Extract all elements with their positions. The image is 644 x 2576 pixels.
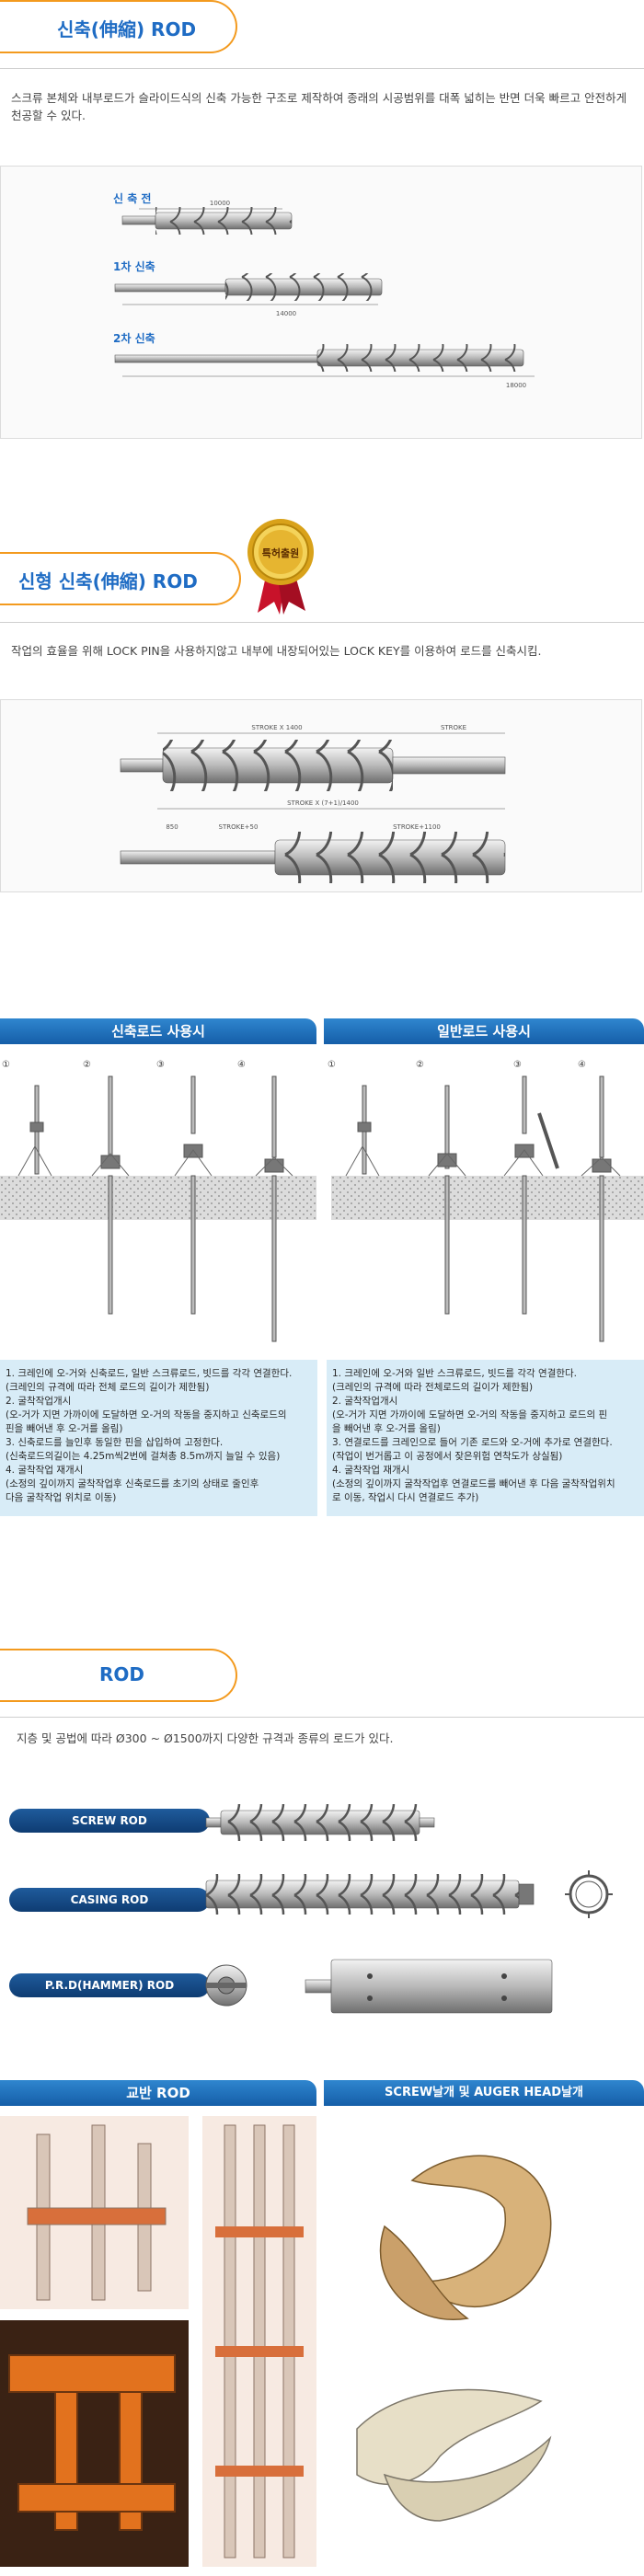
stage-label: 1차 신축 [113,260,155,273]
instruction-line: (오-거가 지면 가까이에 도달하면 오-거의 작동을 중지하고 로드의 핀 [332,1409,608,1420]
header-mixing-rod: 교반 ROD [0,2080,316,2106]
telescopic-rod-drawing: 10000 14000 18000 [114,200,535,389]
stage-label: 2차 신축 [113,332,155,345]
instruction-line: 2. 굴착작업개시 [332,1396,398,1407]
instruction-line: 4. 굴착작업 재개시 [6,1465,84,1476]
section-description: 지층 및 공법에 따라 Ø300 ~ Ø1500까지 다양한 규격과 종류의 로… [17,1731,394,1745]
rod-type-casing: CASING ROD [9,1888,210,1912]
section-description: 작업의 효율을 위해 LOCK PIN을 사용하지않고 내부에 내장되어있는 L… [11,644,542,658]
normal-rod-instructions: 1. 크레인에 오-거와 일반 스크류로드, 빗드를 각각 연결한다. (크레인… [327,1360,644,1516]
rod-type-prd-hammer: P.R.D(HAMMER) ROD [9,1973,210,1997]
instruction-line: 핀을 빼어낸 후 오-거를 올림) [6,1423,123,1434]
header-normal-rod-usage: 일반로드 사용시 [324,1018,644,1044]
rod-type-screw: SCREW ROD [9,1809,210,1833]
new-telescopic-rod-drawing: STROKE X 1400 STROKE STROKE X (7+1)/1400… [120,724,506,883]
section-description: 스크류 본체와 내부로드가 슬라이드식의 신축 가능한 구조로 제작하여 종래의… [11,91,627,122]
instruction-line: (오-거가 지면 가까이에 도달하면 오-거의 작동을 중지하고 신축로드의 [6,1409,287,1420]
divider [0,68,644,69]
new-telescopic-rod-diagram-panel: STROKE X 1400 STROKE STROKE X (7+1)/1400… [0,699,642,892]
stage-label: 신 축 전 [113,192,152,205]
usage-step-illustrations [0,1075,644,1342]
instruction-line: (작업이 번거롭고 이 공정에서 잦은위험 연착도가 상실됨) [332,1451,563,1462]
badge-label: 특허출원 [262,546,299,559]
section-tab-new-telescopic-rod: 신형 신축(伸縮) ROD [0,552,241,605]
step-number: ③ [513,1060,522,1070]
step-number: ② [83,1060,91,1070]
instruction-line: 2. 굴착작업개시 [6,1396,72,1407]
step-number: ① [328,1060,336,1070]
instruction-line: 4. 굴착작업 재개시 [332,1465,410,1476]
dimension-label: STROKE+1100 [393,823,441,831]
header-telescopic-rod-usage: 신축로드 사용시 [0,1018,316,1044]
mixing-rod-illustration [0,2116,316,2567]
dimension-label: STROKE X (7+1)/1400 [287,799,359,807]
section-tab-rod: ROD [0,1649,237,1702]
section-title: 신축(伸縮) ROD [57,18,197,40]
instruction-line: (크레인의 규격에 따라 전체 로드의 길이가 제한됨) [6,1382,210,1393]
dimension-label: 850 [166,823,178,831]
section-tab-telescopic-rod: 신축(伸縮) ROD [0,0,237,53]
rod-types-drawing [205,1804,613,2014]
dimension-label: 18000 [506,382,526,389]
telescopic-rod-instructions: 1. 크레인에 오-거와 신축로드, 일반 스크류로드, 빗드를 각각 연결한다… [0,1360,317,1516]
step-number: ④ [578,1060,586,1070]
divider [0,622,644,623]
dimension-label: 14000 [276,310,296,317]
instruction-line: 3. 신축로드를 늘인후 동일한 핀을 삽입하여 고정한다. [6,1437,224,1448]
instruction-line: (신축로드의길이는 4.25m씩2번에 걸쳐총 8.5m까지 늘일 수 있음) [6,1451,281,1462]
instruction-line: 을 빼어낸 후 오-거를 올림) [332,1423,441,1434]
instruction-line: 1. 크레인에 오-거와 신축로드, 일반 스크류로드, 빗드를 각각 연결한다… [6,1368,293,1379]
dimension-label: 10000 [210,200,230,207]
step-number: ② [416,1060,424,1070]
instruction-line: 다음 굴착작업 위치로 이동) [6,1492,117,1503]
screw-blade-photos [356,2155,552,2522]
patent-pending-badge: 특허출원 [241,515,320,616]
section-title: 신형 신축(伸縮) ROD [18,570,198,592]
instruction-line: (크레인의 규격에 따라 전체로드의 길이가 제한됨) [332,1382,534,1393]
dimension-label: STROKE [441,724,466,731]
section-title: ROD [99,1663,145,1685]
step-number: ④ [237,1060,246,1070]
divider [0,1717,644,1718]
dimension-label: STROKE+50 [219,823,259,831]
step-number: ① [2,1060,10,1070]
header-screw-auger-head-blade: SCREW날개 및 AUGER HEAD날개 [324,2080,644,2106]
instruction-line: (소정의 깊이까지 굴착작업후 연결로드를 빼어낸 후 다음 굴착작업위치 [332,1478,615,1489]
instruction-line: 3. 연결로드를 크레인으로 들어 기존 로드와 오-거에 추가로 연결한다. [332,1437,613,1448]
step-number: ③ [156,1060,165,1070]
instruction-line: 로 이동, 작업시 다시 연결로드 추가) [332,1492,479,1503]
instruction-line: 1. 크레인에 오-거와 일반 스크류로드, 빗드를 각각 연결한다. [332,1368,578,1379]
dimension-label: STROKE X 1400 [251,724,302,731]
telescopic-rod-diagram-panel: 신 축 전 1차 신축 2차 신축 10000 14000 18000 [0,166,642,439]
instruction-line: (소정의 깊이까지 굴착작업후 신축로드를 초기의 상태로 줄인후 [6,1478,259,1489]
